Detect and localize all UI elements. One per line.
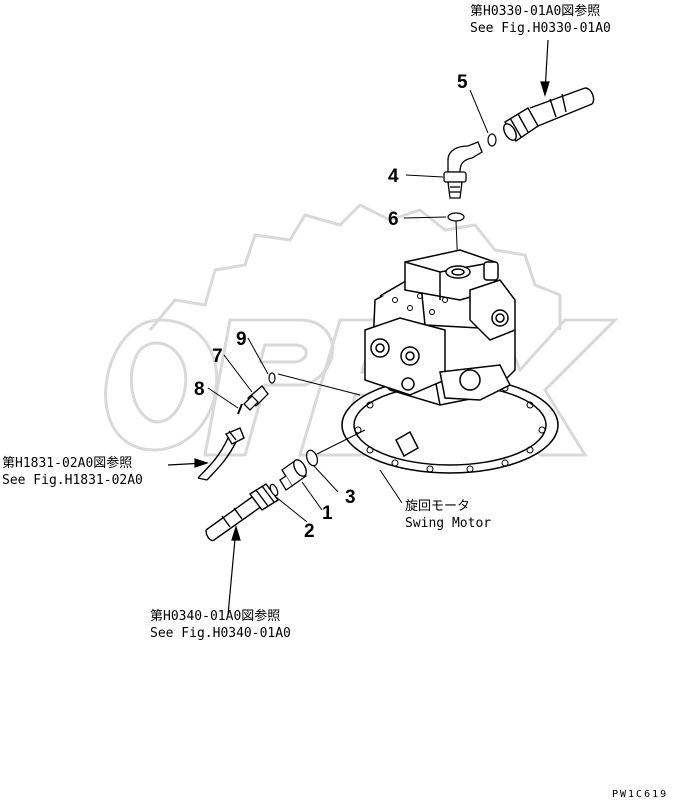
part-9-o-ring bbox=[268, 372, 276, 384]
motor-label-jp: 旋回モータ bbox=[405, 499, 470, 514]
part-7-connector bbox=[243, 385, 269, 411]
part-4-elbow bbox=[443, 141, 483, 199]
part-8-ring bbox=[237, 403, 243, 415]
part-5-o-ring bbox=[487, 133, 497, 147]
ref-left-en: See Fig.H1831-02A0 bbox=[2, 473, 143, 488]
callout-6: 6 bbox=[388, 209, 399, 230]
callout-3: 3 bbox=[345, 487, 356, 508]
callout-7: 7 bbox=[212, 346, 223, 367]
callout-4: 4 bbox=[388, 166, 399, 187]
part-2-o-ring bbox=[269, 483, 279, 497]
hose-bottom bbox=[205, 483, 280, 542]
hose-left bbox=[197, 427, 245, 481]
ref-top-jp: 第H0330-01A0図参照 bbox=[470, 3, 600, 19]
ref-bottom-jp: 第H0340-01A0図参照 bbox=[150, 608, 280, 624]
hose-top bbox=[503, 87, 595, 143]
watermark-text: OPEX bbox=[359, 394, 362, 396]
motor-label-en: Swing Motor bbox=[405, 516, 491, 531]
ref-top-en: See Fig.H0330-01A0 bbox=[470, 21, 611, 36]
callout-8: 8 bbox=[194, 379, 205, 400]
callout-9: 9 bbox=[236, 329, 247, 350]
swing-motor bbox=[341, 249, 559, 474]
callout-2: 2 bbox=[304, 521, 315, 542]
callout-1: 1 bbox=[322, 503, 333, 524]
ref-bottom-en: See Fig.H0340-01A0 bbox=[150, 626, 291, 641]
part-6-o-ring bbox=[447, 212, 465, 222]
part-1-connector bbox=[279, 459, 307, 491]
leader-lines bbox=[207, 89, 489, 523]
reference-arrows bbox=[167, 39, 550, 616]
callout-5: 5 bbox=[457, 72, 468, 93]
drawing-code: PW1C619 bbox=[612, 789, 668, 800]
part-3-o-ring bbox=[305, 449, 319, 467]
ref-left-jp: 第H1831-02A0図参照 bbox=[2, 455, 132, 471]
